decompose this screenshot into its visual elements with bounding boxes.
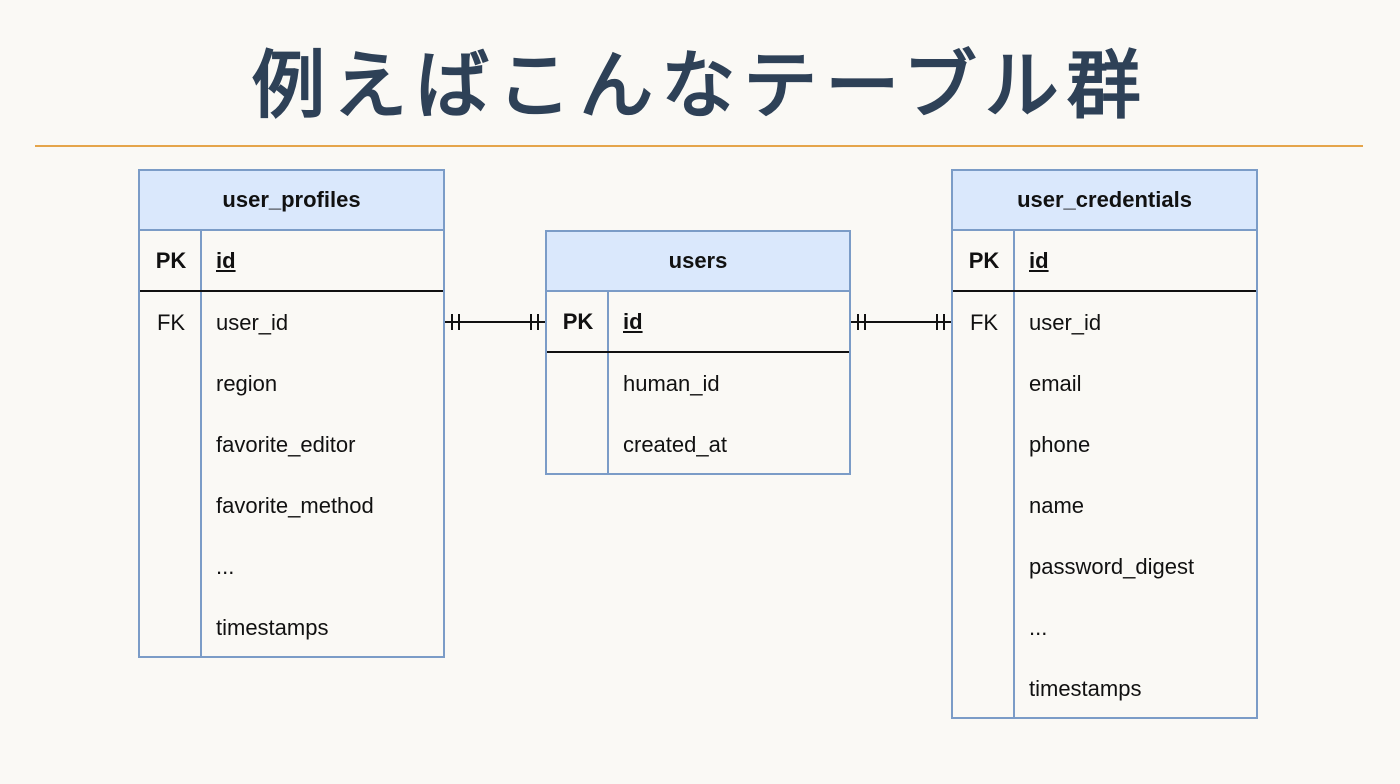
entity-users: users PK id human_id created_at xyxy=(545,230,851,475)
key-label: FK xyxy=(156,309,186,335)
entity-body: PK id human_id created_at xyxy=(547,292,849,475)
entity-header: user_credentials xyxy=(953,171,1256,231)
column-row: favorite_method xyxy=(140,475,443,536)
key-label: PK xyxy=(968,247,1000,273)
column-row: FK user_id xyxy=(140,292,443,353)
column-name: timestamps xyxy=(1029,675,1142,701)
column-name: favorite_method xyxy=(216,492,374,518)
pk-row: PK id xyxy=(547,292,849,353)
column-name: user_id xyxy=(1029,309,1102,335)
key-label: PK xyxy=(562,308,594,334)
column-name: created_at xyxy=(623,431,727,457)
column-name: phone xyxy=(1029,431,1091,457)
slide-title: 例えばこんなテーブル群 xyxy=(251,43,1149,129)
column-row: name xyxy=(953,475,1256,536)
column-row: timestamps xyxy=(953,658,1256,719)
column-row: FK user_id xyxy=(953,292,1256,353)
key-column-divider xyxy=(607,292,609,475)
column-row: password_digest xyxy=(953,536,1256,597)
entity-user-credentials: user_credentials PK id FK user_id email … xyxy=(951,169,1258,719)
column-name: id xyxy=(216,247,236,273)
column-name: favorite_editor xyxy=(216,431,356,457)
column-row: ... xyxy=(953,597,1256,658)
key-column-divider xyxy=(200,231,202,658)
relationship-users-credentials xyxy=(851,314,951,330)
pk-row: PK id xyxy=(953,231,1256,292)
pk-row: PK id xyxy=(140,231,443,292)
column-row: timestamps xyxy=(140,597,443,658)
entity-header: users xyxy=(547,232,849,292)
column-name: password_digest xyxy=(1029,553,1195,579)
key-column-divider xyxy=(1013,231,1015,719)
column-row: phone xyxy=(953,414,1256,475)
column-name: human_id xyxy=(623,370,720,396)
column-row: human_id xyxy=(547,353,849,414)
column-name: email xyxy=(1029,370,1082,396)
column-row: region xyxy=(140,353,443,414)
key-label: PK xyxy=(155,247,187,273)
column-name: id xyxy=(623,308,643,334)
column-name: timestamps xyxy=(216,614,329,640)
title-divider xyxy=(35,145,1363,147)
column-name: ... xyxy=(1029,614,1048,640)
column-row: created_at xyxy=(547,414,849,475)
relationship-profiles-users xyxy=(445,314,545,330)
column-name: ... xyxy=(216,553,235,579)
column-name: user_id xyxy=(216,309,289,335)
key-label: FK xyxy=(969,309,999,335)
entity-user-profiles: user_profiles PK id FK user_id region fa… xyxy=(138,169,445,658)
column-row: email xyxy=(953,353,1256,414)
entity-body: PK id FK user_id email phone name passwo… xyxy=(953,231,1256,719)
column-name: id xyxy=(1029,247,1049,273)
column-name: region xyxy=(216,370,278,396)
entity-body: PK id FK user_id region favorite_editor … xyxy=(140,231,443,658)
entity-header: user_profiles xyxy=(140,171,443,231)
column-name: name xyxy=(1029,492,1085,518)
column-row: favorite_editor xyxy=(140,414,443,475)
column-row: ... xyxy=(140,536,443,597)
